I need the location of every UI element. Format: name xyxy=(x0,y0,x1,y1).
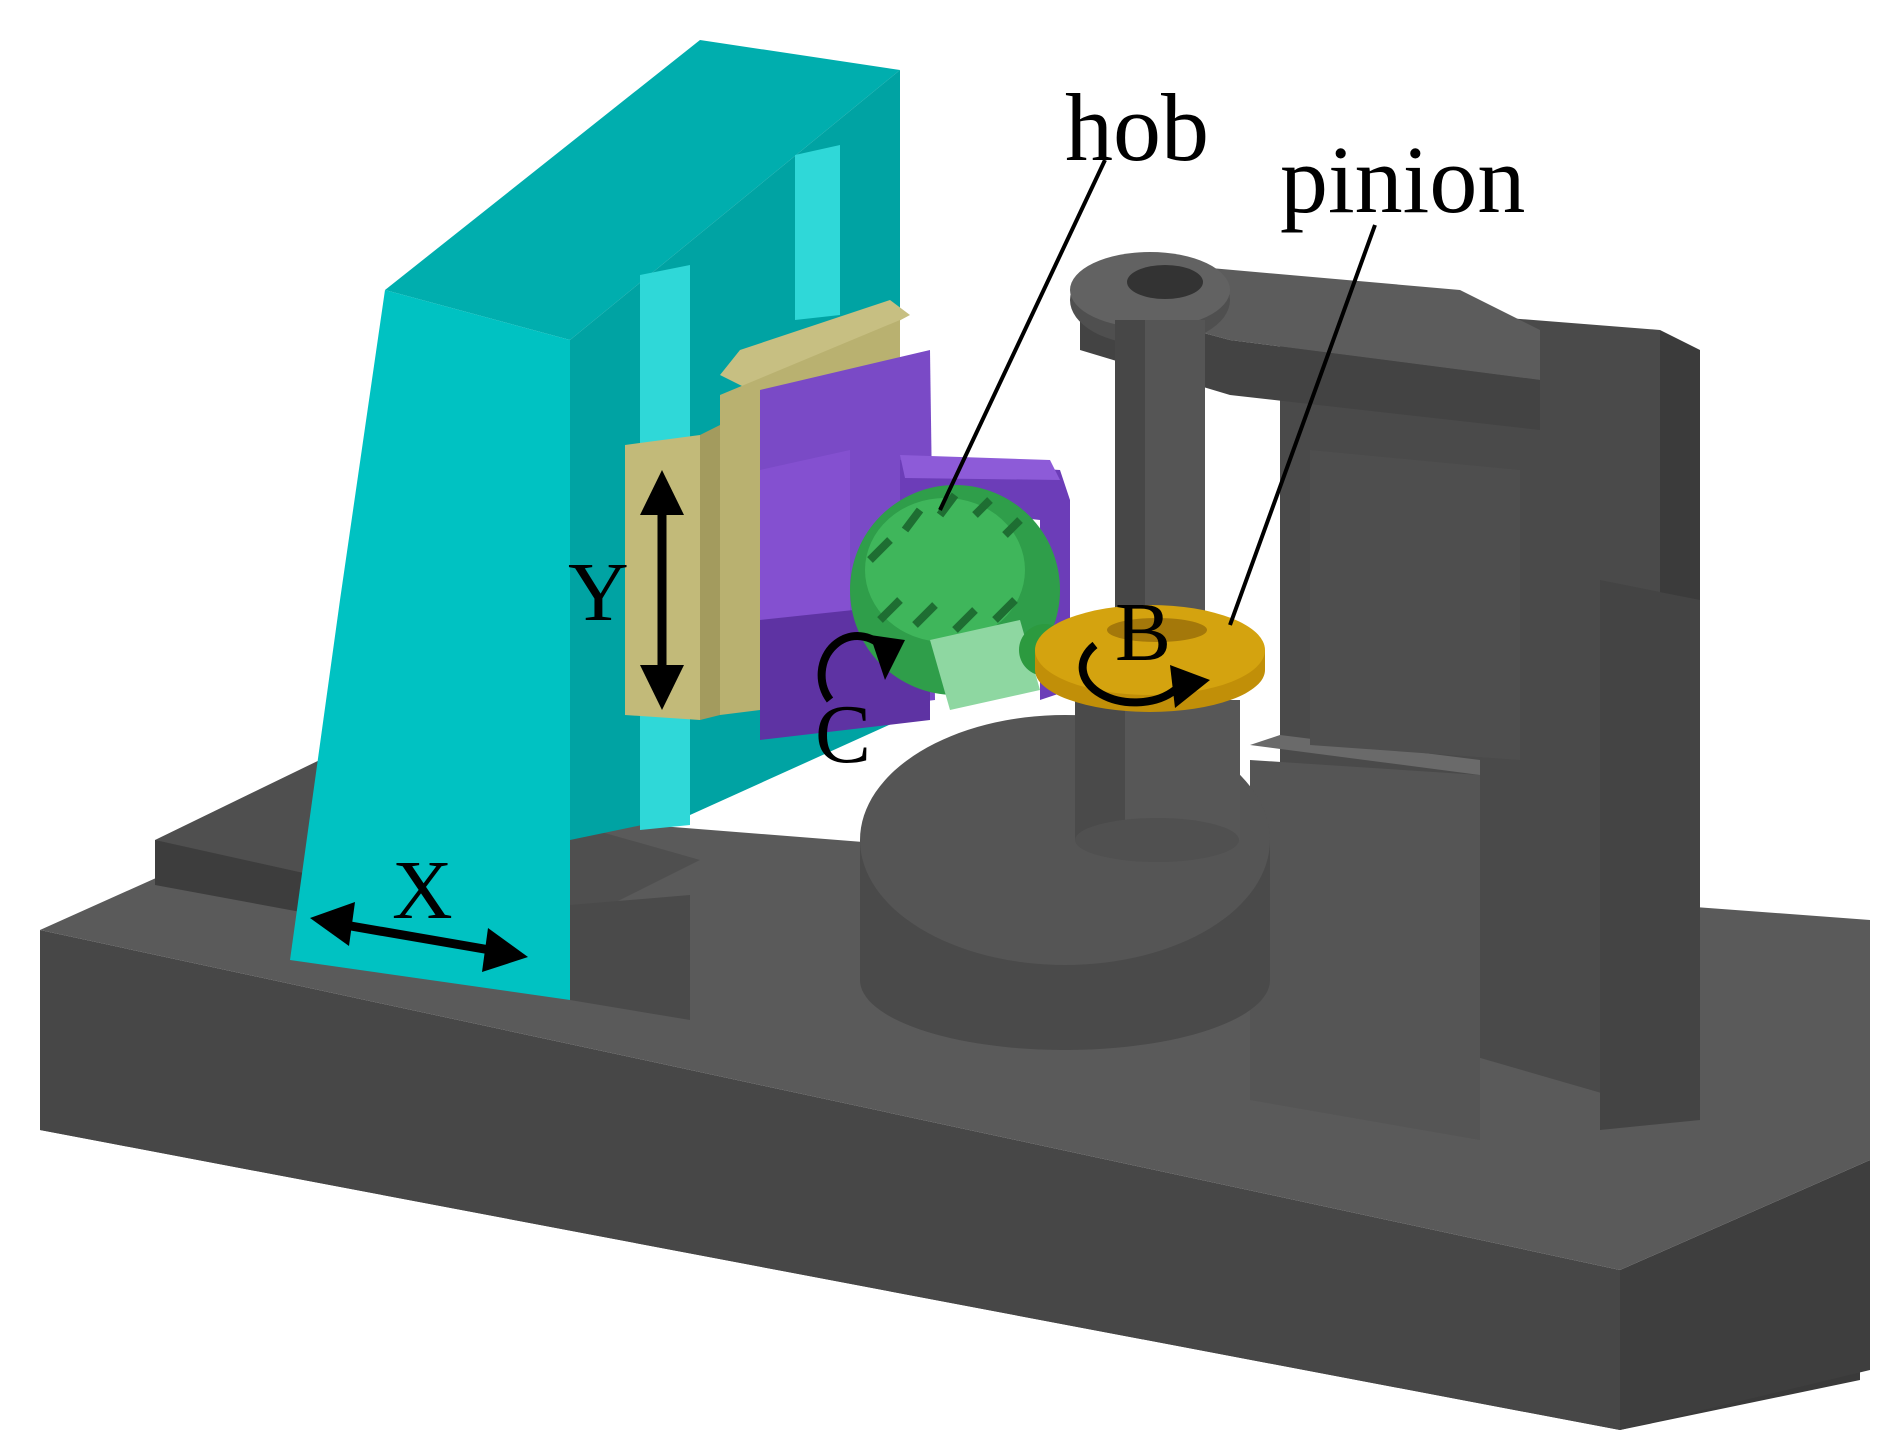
workpiece-column xyxy=(1070,252,1700,1140)
rotary-table xyxy=(860,700,1270,1050)
hob-highlight xyxy=(865,498,1025,642)
column-foot xyxy=(570,895,690,1020)
column-middle-block xyxy=(1310,450,1520,760)
hob-label: hob xyxy=(1065,74,1209,181)
slide-top-bar xyxy=(720,300,910,395)
pinion-label: pinion xyxy=(1280,126,1525,233)
motion-arrows xyxy=(310,470,1210,972)
base-right-face xyxy=(1620,1160,1870,1430)
x-axis-arrowhead-right xyxy=(482,928,528,972)
column-step-block xyxy=(1600,580,1700,1130)
axis-b-label: B xyxy=(1115,586,1171,679)
c-rotation-arrowhead xyxy=(870,635,905,680)
arm-bore-hole xyxy=(1127,265,1203,299)
pinion-gear xyxy=(1035,605,1265,712)
guide-rail-right xyxy=(795,145,840,320)
x-axis-arrowhead-left xyxy=(310,902,355,946)
column-front-block-top xyxy=(1250,735,1480,775)
axis-x-label: X xyxy=(392,844,453,937)
hob-leader-line xyxy=(938,159,1107,511)
pinion-leader-line xyxy=(1228,224,1377,626)
b-rotation-arrow xyxy=(1078,641,1178,707)
b-rotation-arrowhead xyxy=(1170,665,1210,708)
hob-lower-shaft xyxy=(930,620,1040,710)
hob-column-front xyxy=(290,290,570,1000)
work-spindle-bottom xyxy=(1075,818,1239,862)
pinion-top-face xyxy=(1035,605,1265,695)
axis-c-label: C xyxy=(815,688,871,781)
hob-teeth xyxy=(867,492,1023,633)
hob-column-top xyxy=(385,40,900,340)
tailstock-shaft-shade xyxy=(1115,320,1145,620)
housing-upper-arm xyxy=(900,455,1060,480)
leader-lines xyxy=(938,159,1377,626)
y-axis-arrowhead-up xyxy=(640,470,684,515)
axis-y-label: Y xyxy=(568,546,629,639)
base-front-left-face xyxy=(40,930,1620,1430)
pinion-bore xyxy=(1107,618,1207,642)
y-axis-arrowhead-down xyxy=(640,665,684,710)
work-spindle-shade xyxy=(1075,700,1125,840)
column-front-block xyxy=(1250,760,1480,1140)
slide-plate-shade xyxy=(700,425,720,720)
x-axis-arrow-shaft xyxy=(344,920,491,955)
